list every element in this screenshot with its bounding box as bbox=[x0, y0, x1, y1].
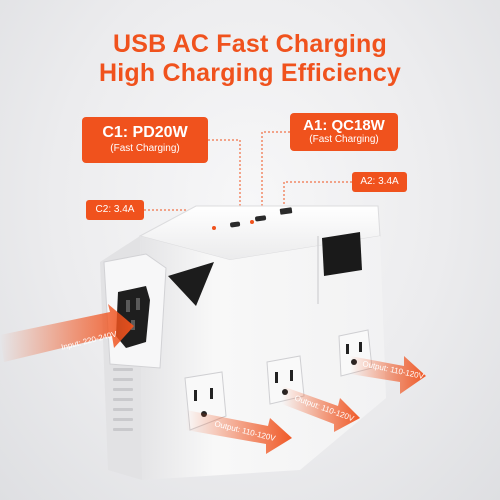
c2-callout: C2: 3.4A bbox=[86, 200, 144, 220]
a2-callout: A2: 3.4A bbox=[352, 172, 407, 192]
c1-sub: (Fast Charging) bbox=[110, 143, 180, 154]
front-triangle-mark bbox=[168, 262, 214, 306]
c1-callout: C1: PD20W (Fast Charging) bbox=[82, 117, 208, 163]
headline-line-1: USB AC Fast Charging bbox=[113, 30, 387, 58]
a1-sub: (Fast Charging) bbox=[309, 134, 379, 145]
power-switch-icon bbox=[322, 232, 362, 276]
usb-port-icon bbox=[212, 207, 293, 230]
c1-title: C1: PD20W bbox=[102, 124, 188, 141]
headline-line-2: High Charging Efficiency bbox=[98, 59, 402, 87]
output-arrow-right: Output: 110-120V bbox=[350, 356, 426, 394]
a1-callout: A1: QC18W (Fast Charging) bbox=[290, 113, 398, 151]
side-vents bbox=[113, 368, 133, 431]
a1-title: A1: QC18W bbox=[303, 117, 385, 134]
